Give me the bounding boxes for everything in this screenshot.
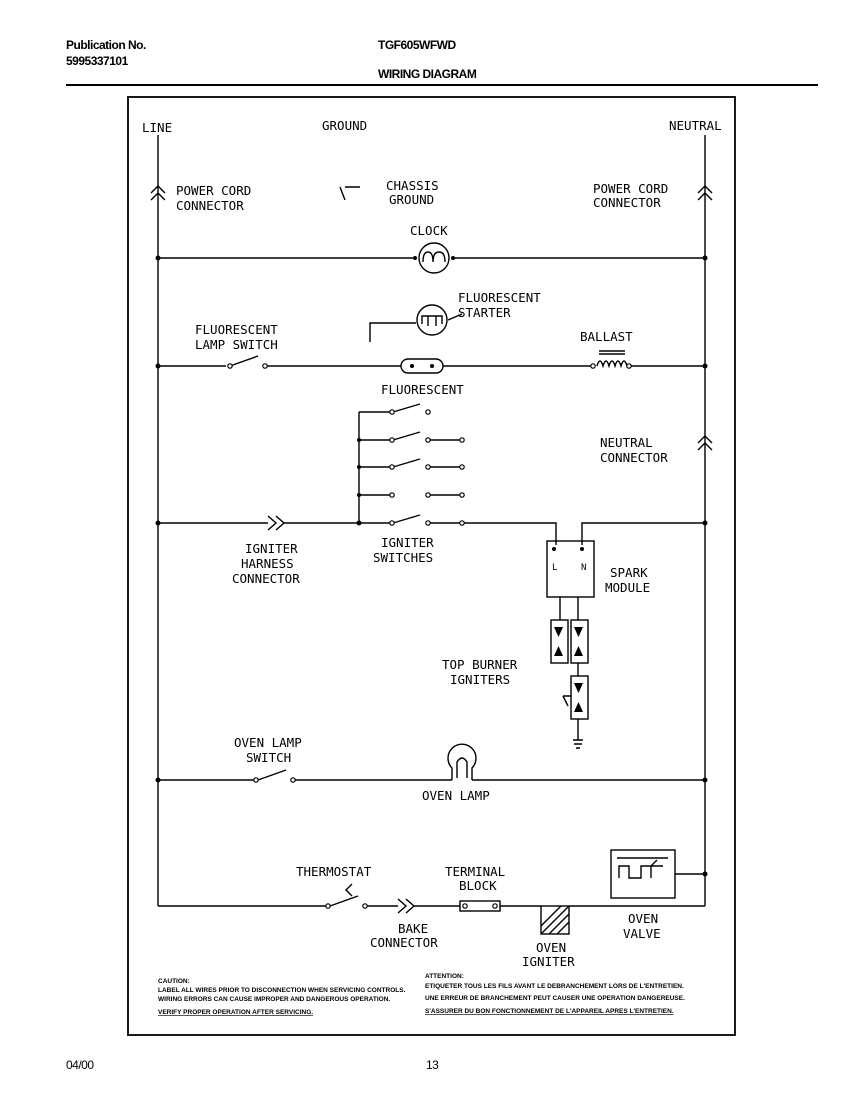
chassis-ground-label-1: CHASSIS [386, 178, 439, 193]
oven-igniter-element [540, 905, 570, 935]
fluorescent-lamp-switch-label-2: LAMP SWITCH [195, 337, 278, 352]
power-cord-connector-left [150, 185, 166, 201]
neutral-connector-chevron [697, 435, 713, 451]
terminal-block-label-2: BLOCK [459, 878, 497, 893]
top-burner-igniters-label-1: TOP BURNER [442, 657, 518, 672]
terminal-block-label-1: TERMINAL [445, 864, 505, 879]
oven-lamp-switch-label-1: OVEN LAMP [234, 735, 302, 750]
top-burner-igniter-2 [570, 619, 589, 664]
power-cord-connector-right [697, 185, 713, 201]
power-cord-right-label-1: POWER CORD [593, 181, 668, 196]
igniter-harness-label-3: CONNECTOR [232, 571, 300, 586]
clock-label: CLOCK [410, 223, 448, 238]
chassis-ground-icon [339, 186, 360, 201]
fluorescent-lamp-switch-label-1: FLUORESCENT [195, 322, 278, 337]
oven-valve-label-1: OVEN [628, 911, 658, 926]
thermostat-label: THERMOSTAT [296, 864, 372, 879]
oven-lamp-switch-label-2: SWITCH [246, 750, 291, 765]
power-cord-left-label-2: CONNECTOR [176, 198, 244, 213]
oven-igniter-label-1: OVEN [536, 940, 566, 955]
ballast-coil-icon [596, 360, 628, 369]
fluorescent-tube-icon [400, 358, 444, 374]
diagram-frame [127, 96, 736, 1036]
attention-line-3: S'ASSURER DU BON FONCTIONNEMENT DE L'APP… [425, 1008, 674, 1015]
publication-label: Publication No. [66, 38, 146, 52]
neutral-connector-label-1: NEUTRAL [600, 435, 653, 450]
igniter-harness-label-2: HARNESS [241, 556, 294, 571]
top-burner-igniters-label-2: IGNITERS [450, 672, 510, 687]
model-number: TGF605WFWD [378, 38, 456, 52]
oven-lamp-switch-icon [257, 769, 287, 781]
oven-lamp-label: OVEN LAMP [422, 788, 490, 803]
oven-valve-label-2: VALVE [623, 926, 661, 941]
igniter-switches-label-1: IGNITER [381, 535, 434, 550]
line-label: LINE [142, 120, 172, 135]
ground-label: GROUND [322, 118, 367, 133]
fluorescent-starter-icon [416, 304, 448, 336]
ballast-label: BALLAST [580, 329, 633, 344]
bake-connector-label-2: CONNECTOR [370, 935, 438, 950]
power-cord-right-label-2: CONNECTOR [593, 195, 661, 210]
spark-module-label-1: SPARK [610, 565, 648, 580]
power-cord-left-label-1: POWER CORD [176, 183, 251, 198]
fluorescent-lamp-switch-icon [229, 355, 259, 367]
igniter-harness-label-1: IGNITER [245, 541, 298, 556]
thermostat-switch-icon [329, 895, 359, 907]
attention-title: ATTENTION: [425, 973, 464, 980]
fluorescent-label: FLUORESCENT [381, 382, 464, 397]
top-burner-igniter-1 [550, 619, 569, 664]
caution-line-2: WIRING ERRORS CAN CAUSE IMPROPER AND DAN… [158, 996, 390, 1003]
neutral-connector-label-2: CONNECTOR [600, 450, 668, 465]
attention-line-1: ETIQUETER TOUS LES FILS AVANT LE DEBRANC… [425, 983, 684, 990]
fluorescent-starter-label-1: FLUORESCENT [458, 290, 541, 305]
fluorescent-starter-label-2: STARTER [458, 305, 511, 320]
chassis-ground-label-2: GROUND [389, 192, 434, 207]
document-title: WIRING DIAGRAM [378, 67, 477, 81]
publication-number: 5995337101 [66, 54, 128, 68]
spark-module-L: L [552, 563, 557, 573]
spark-module-label-2: MODULE [605, 580, 650, 595]
igniter-harness-connector-icon [267, 515, 286, 531]
burner-ground-icon [573, 719, 583, 749]
oven-valve-icon [610, 849, 676, 899]
attention-line-2: UNE ERREUR DE BRANCHEMENT PEUT CAUSER UN… [425, 995, 685, 1002]
top-burner-igniter-3 [570, 675, 589, 720]
page-number: 13 [426, 1058, 439, 1072]
bake-connector-label-1: BAKE [398, 921, 428, 936]
oven-lamp-icon [447, 743, 477, 780]
spark-module-box [546, 540, 595, 598]
igniter-switches-label-2: SWITCHES [373, 550, 433, 565]
spark-module-N: N [581, 563, 586, 573]
caution-line-3: VERIFY PROPER OPERATION AFTER SERVICING. [158, 1009, 313, 1016]
clock-motor-icon [418, 242, 450, 274]
caution-title: CAUTION: [158, 978, 190, 985]
oven-igniter-label-2: IGNITER [522, 954, 575, 969]
caution-line-1: LABEL ALL WIRES PRIOR TO DISCONNECTION W… [158, 987, 406, 994]
neutral-label: NEUTRAL [669, 118, 722, 133]
footer-date: 04/00 [66, 1058, 94, 1072]
bake-connector-icon [397, 898, 416, 914]
